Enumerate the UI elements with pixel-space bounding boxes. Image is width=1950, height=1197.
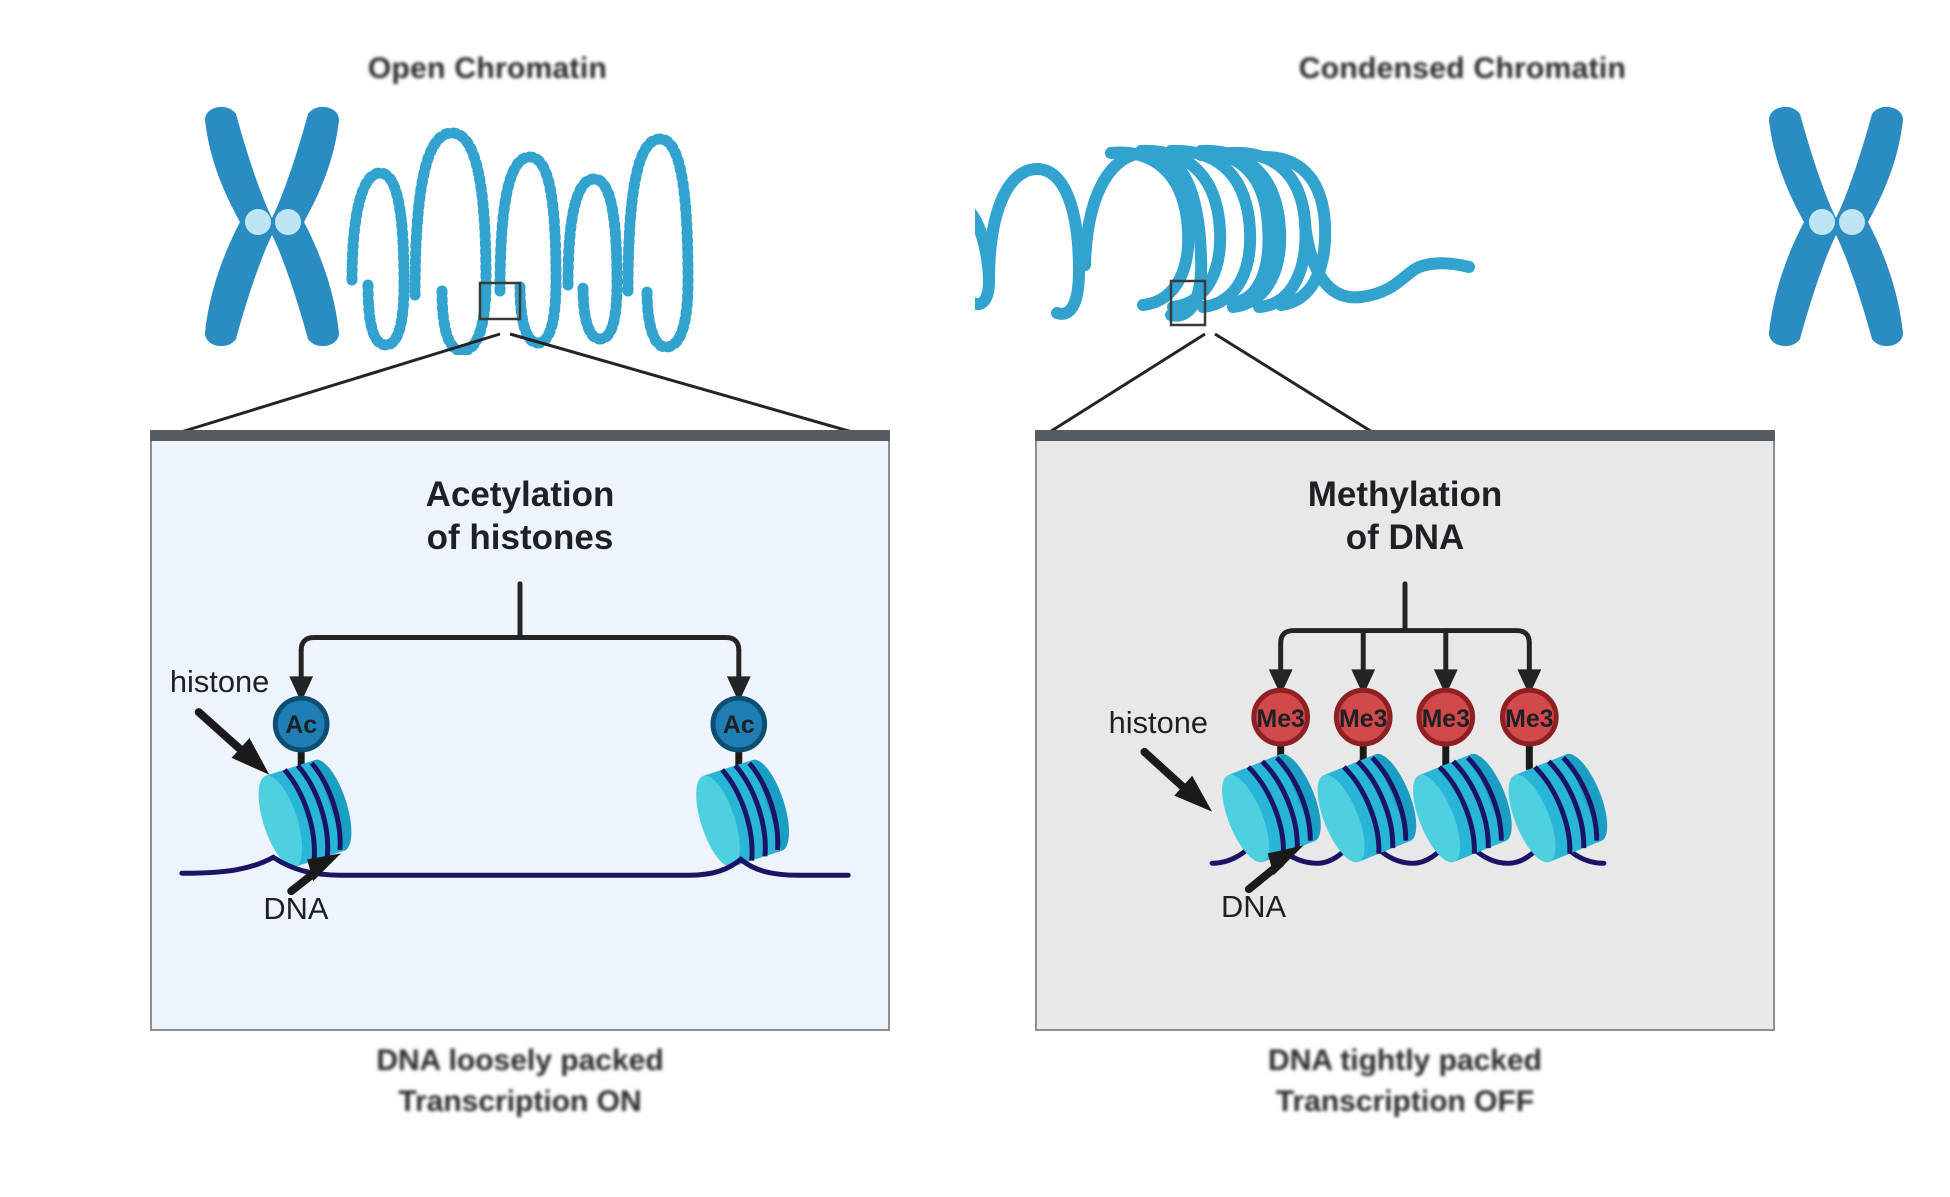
methylation-heading-line2: of DNA (1345, 517, 1465, 557)
nucleosome-stack-3 (1413, 753, 1512, 863)
zoom-selection-box (1169, 279, 1207, 327)
zoom-selection-box (478, 281, 522, 321)
acetyl-badge-label: Ac (723, 711, 755, 739)
methyl-badge-circle (1333, 687, 1393, 747)
methyl-badge-circle (1416, 687, 1476, 747)
open-chromatin-graphic (0, 95, 975, 355)
acetylation-heading-line2: of histones (426, 517, 614, 557)
acetylation-heading: Acetylation of histones (152, 474, 888, 559)
acetyl-badge-circle (710, 695, 768, 753)
methyl-badge-circle (1499, 687, 1559, 747)
histone-disc-stack (1317, 753, 1417, 863)
methylation-heading: Methylation of DNA (1037, 474, 1773, 559)
condensed-chromatin-caption: DNA tightly packed Transcription OFF (1035, 1040, 1775, 1123)
histone-disc-stack (1222, 753, 1321, 863)
dna-strand (179, 854, 851, 878)
nucleosome-stack-1 (1222, 753, 1321, 863)
acetylation-heading-line1: Acetylation (425, 475, 615, 514)
open-chromatin-callout-lines (0, 330, 975, 450)
methylation-diagram: Me3 Me3 Me3 Me3 (1109, 581, 1608, 924)
acetyl-badge-circle (272, 695, 330, 753)
open-chromatin-caption: DNA loosely packed Transcription ON (150, 1040, 890, 1123)
condensed-chromatin-fiber (975, 144, 1475, 322)
open-chromatin-fiber (346, 127, 694, 355)
acetylation-panel: Acetylation of histones Ac (150, 430, 890, 1031)
histone-disc-stack (696, 759, 790, 868)
histone-annotation-label: histone (170, 664, 269, 699)
histone-annotation-arrow (1140, 747, 1213, 812)
condensed-caption-line2: Transcription OFF (1275, 1085, 1535, 1119)
acetylation-diagram: Ac Ac (170, 581, 851, 926)
dna-annotation-arrow (287, 853, 341, 896)
open-chromatin-title: Open Chromatin (367, 52, 608, 85)
nucleosome-stack-2 (1317, 753, 1417, 863)
histone-disc-stack (1508, 753, 1608, 863)
condensed-caption-line1: DNA tightly packed (1268, 1044, 1542, 1077)
chromosome-x-icon (205, 106, 339, 347)
dna-annotation-arrow (1244, 845, 1304, 894)
open-caption-line2: Transcription ON (398, 1085, 642, 1119)
condensed-chromatin-title: Condensed Chromatin (1298, 52, 1627, 85)
condensed-chromatin-graphic (975, 95, 1950, 355)
methyl-badge-label: Me3 (1256, 705, 1304, 733)
methyl-badge-label: Me3 (1505, 705, 1553, 733)
methylation-bracket (1278, 581, 1532, 673)
open-chromatin-column: Open Chromatin (0, 52, 975, 450)
histone-disc-stack (258, 759, 352, 868)
histone-disc-stack (1413, 753, 1512, 863)
methyl-badge-label: Me3 (1422, 705, 1470, 733)
methylation-panel: Methylation of DNA (1035, 430, 1775, 1031)
methylation-arrowheads (1268, 669, 1542, 696)
condensed-chromatin-callout-lines (975, 330, 1950, 450)
acetyl-badge-label: Ac (285, 711, 317, 739)
histone-annotation-label: histone (1109, 705, 1208, 740)
dna-annotation-label: DNA (1221, 889, 1287, 924)
methyl-badge-label: Me3 (1339, 705, 1387, 733)
methylation-heading-line1: Methylation (1307, 475, 1503, 514)
chromosome-x-icon (1769, 106, 1903, 347)
acetylation-arrowheads (289, 676, 751, 703)
nucleosome-stack-4 (1508, 753, 1608, 863)
methyl-badge-group: Me3 Me3 Me3 Me3 (1251, 687, 1559, 770)
panel-top-bar (150, 430, 890, 441)
open-caption-line1: DNA loosely packed (376, 1044, 664, 1077)
methyl-badge-circle (1251, 687, 1311, 747)
condensed-chromatin-column: Condensed Chromatin (975, 0, 1950, 1197)
histone-annotation-arrow (194, 708, 270, 775)
dna-annotation-label: DNA (263, 891, 329, 926)
nucleosome-group-right: Ac (696, 695, 790, 868)
panel-top-bar (1035, 430, 1775, 441)
acetylation-bracket (298, 581, 742, 680)
nucleosome-group-left: Ac (258, 695, 352, 868)
